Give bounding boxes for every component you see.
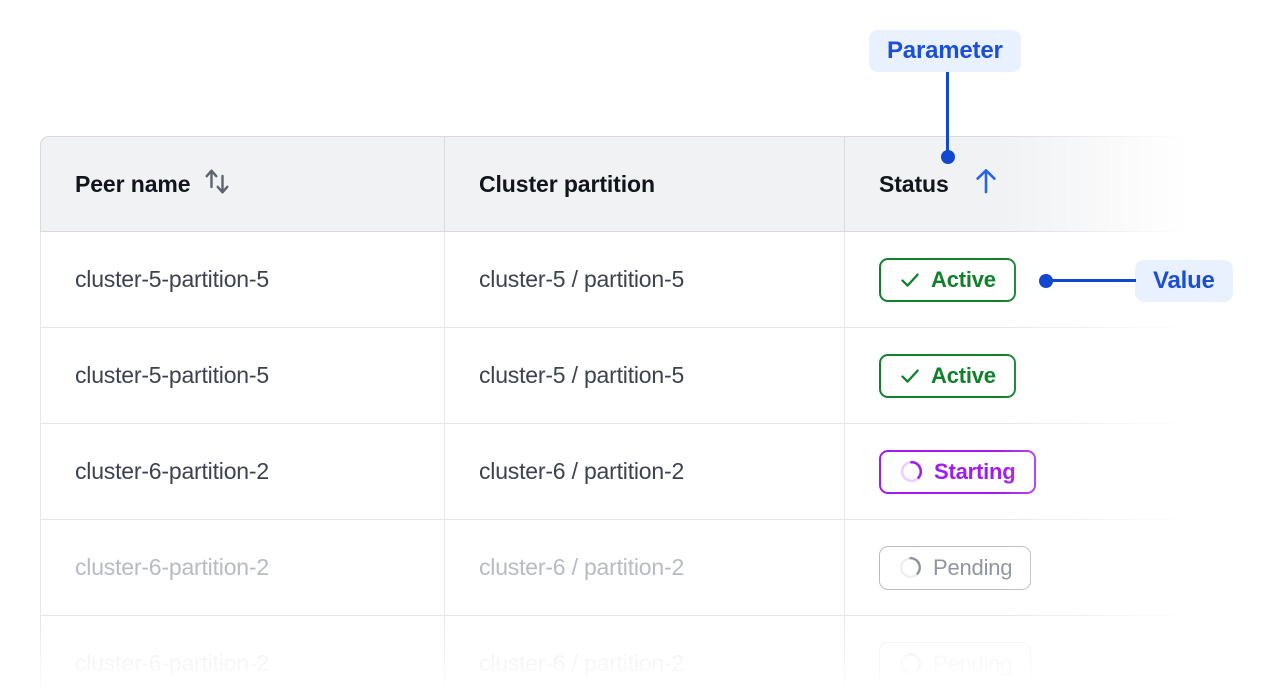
cell-peer-name: cluster-6-partition-2 (40, 520, 445, 616)
column-header-status[interactable]: Status (845, 136, 1232, 232)
cell-peer-name: cluster-6-partition-2 (40, 424, 445, 520)
cell-cluster-partition: cluster-6 / partition-2 (445, 616, 845, 688)
table-row[interactable]: cluster-5-partition-5 cluster-5 / partit… (40, 232, 1232, 328)
cell-status: Active (845, 328, 1232, 424)
check-icon (899, 365, 921, 387)
spinner-icon (899, 459, 924, 484)
check-icon (899, 269, 921, 291)
column-header-peer-name-label: Peer name (75, 170, 191, 197)
status-badge-starting: Starting (879, 449, 1036, 494)
cell-status: Starting (845, 424, 1232, 520)
status-badge-label: Pending (933, 554, 1013, 580)
annotation-badge-value: Value (1135, 260, 1233, 302)
spinner-icon (898, 555, 923, 580)
annotation-anchor-dot-parameter (941, 150, 955, 164)
column-header-cluster-partition-label: Cluster partition (479, 170, 655, 197)
cell-cluster-partition: cluster-6 / partition-2 (445, 424, 845, 520)
status-badge-active: Active (879, 353, 1016, 398)
sort-updown-icon[interactable] (204, 167, 231, 202)
status-badge-label: Starting (934, 458, 1016, 484)
column-header-cluster-partition[interactable]: Cluster partition (445, 136, 845, 232)
cell-cluster-partition: cluster-5 / partition-5 (445, 328, 845, 424)
peers-table-container: Peer name (40, 136, 1232, 688)
status-badge-label: Pending (933, 650, 1013, 676)
column-header-peer-name[interactable]: Peer name (40, 136, 445, 232)
table-header: Peer name (40, 136, 1232, 232)
cell-status: Pending (845, 520, 1232, 616)
table-header-row: Peer name (40, 136, 1232, 232)
peers-table: Peer name (40, 136, 1232, 688)
annotation-leader-line-parameter (946, 72, 949, 156)
annotation-anchor-dot-value (1039, 274, 1053, 288)
column-header-status-label: Status (879, 170, 949, 197)
cell-status: Pending (845, 616, 1232, 688)
annotation-leader-line-value (1048, 279, 1136, 282)
status-badge-active: Active (879, 257, 1016, 302)
status-badge-pending: Pending (879, 545, 1032, 590)
arrow-up-icon[interactable] (973, 167, 999, 201)
cell-cluster-partition: cluster-5 / partition-5 (445, 232, 845, 328)
status-badge-pending: Pending (879, 641, 1032, 686)
cell-peer-name: cluster-5-partition-5 (40, 232, 445, 328)
status-badge-label: Active (931, 266, 996, 292)
table-row[interactable]: cluster-6-partition-2 cluster-6 / partit… (40, 616, 1232, 688)
table-row[interactable]: cluster-6-partition-2 cluster-6 / partit… (40, 520, 1232, 616)
annotation-badge-parameter: Parameter (869, 30, 1021, 72)
table-body: cluster-5-partition-5 cluster-5 / partit… (40, 232, 1232, 688)
status-badge-label: Active (931, 362, 996, 388)
table-row[interactable]: cluster-5-partition-5 cluster-5 / partit… (40, 328, 1232, 424)
cell-cluster-partition: cluster-6 / partition-2 (445, 520, 845, 616)
spinner-icon (898, 651, 923, 676)
table-row[interactable]: cluster-6-partition-2 cluster-6 / partit… (40, 424, 1232, 520)
cell-peer-name: cluster-5-partition-5 (40, 328, 445, 424)
cell-peer-name: cluster-6-partition-2 (40, 616, 445, 688)
